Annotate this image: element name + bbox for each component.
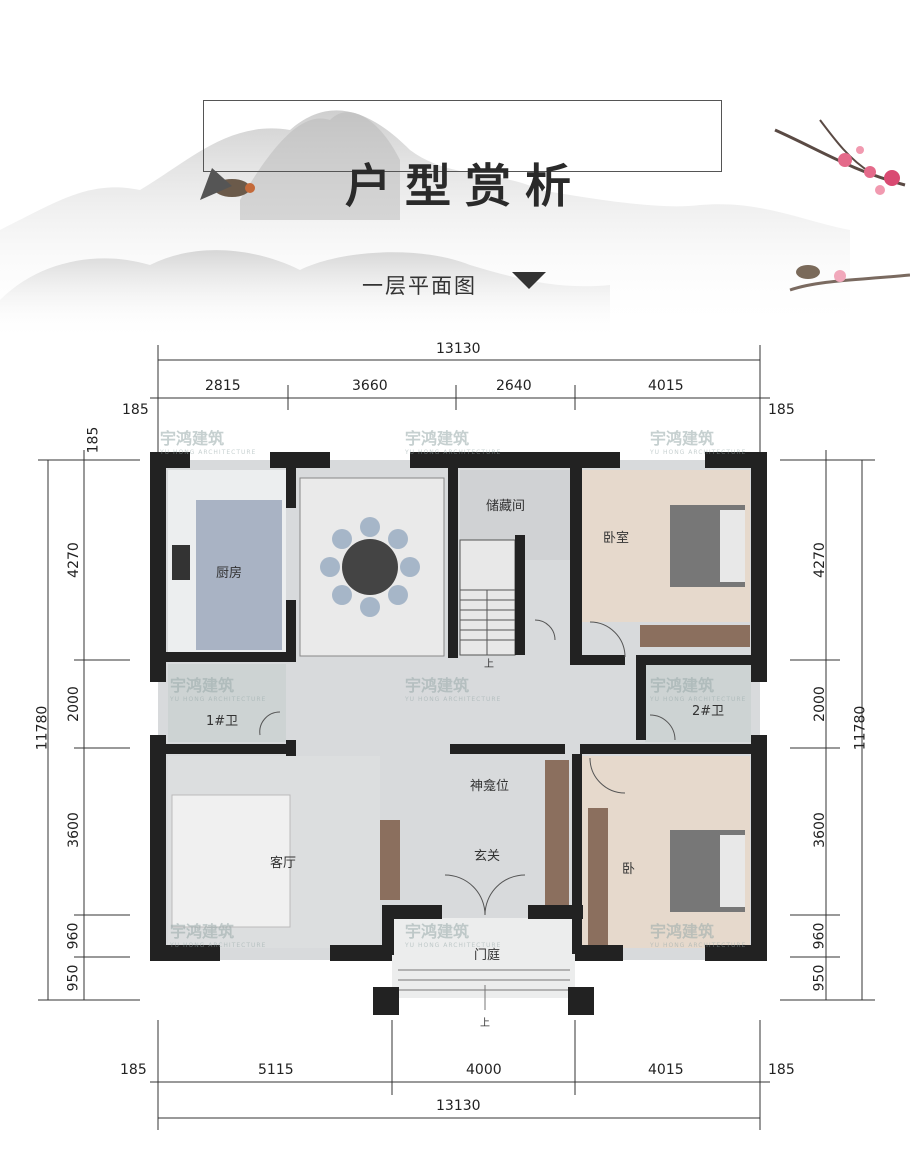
bedroom1-wardrobe bbox=[640, 625, 750, 647]
room-label-foyer: 玄关 bbox=[474, 849, 501, 864]
floor-plan-subtitle: 一层平面图 bbox=[362, 274, 477, 298]
dim-top-total: 13130 bbox=[436, 341, 481, 357]
dim-top-seg-1: 2815 bbox=[205, 378, 241, 394]
dim-top-seg-2: 3660 bbox=[352, 378, 388, 394]
plum-blossom-branch bbox=[774, 119, 906, 195]
ink-landscape-background bbox=[0, 110, 910, 340]
steps-up-label: 上 bbox=[480, 1018, 490, 1029]
dim-top-seg-4: 4015 bbox=[648, 378, 684, 394]
entry-court-floor bbox=[392, 918, 575, 998]
bird-illustration-right bbox=[789, 265, 910, 292]
stove bbox=[172, 545, 190, 580]
dim-top-seg-3: 2640 bbox=[496, 378, 532, 394]
room-label-bedroom1: 卧室 bbox=[603, 531, 630, 546]
room-label-living: 客厅 bbox=[270, 856, 297, 871]
bath1-floor bbox=[168, 664, 286, 742]
doors bbox=[259, 619, 676, 916]
foyer-cabinet bbox=[545, 760, 569, 905]
bed-1 bbox=[670, 505, 745, 587]
room-label-bath1: 1#卫 bbox=[206, 714, 239, 729]
entry-steps bbox=[398, 969, 570, 1010]
triangle-down-icon bbox=[512, 272, 546, 289]
room-label-shrine: 神龛位 bbox=[470, 779, 510, 794]
room-label-bedroom2: 卧 bbox=[622, 862, 636, 877]
room-label-bath2: 2#卫 bbox=[692, 704, 725, 719]
title-frame bbox=[203, 100, 722, 172]
dim-bottom-corner-left: 185 bbox=[120, 1062, 147, 1078]
dim-bottom-seg-3: 4015 bbox=[648, 1062, 684, 1078]
walls bbox=[150, 452, 767, 1015]
dining-table bbox=[320, 517, 420, 617]
room-label-entry-court: 门庭 bbox=[474, 948, 501, 963]
room-label-storage: 储藏间 bbox=[486, 499, 526, 514]
bed-2 bbox=[670, 830, 745, 912]
dim-bottom-seg-2: 4000 bbox=[466, 1062, 502, 1078]
dim-top-corner-left: 185 bbox=[122, 402, 149, 418]
dim-bottom-seg-1: 5115 bbox=[258, 1062, 294, 1078]
bedroom2-wardrobe bbox=[588, 808, 608, 946]
bird-illustration-left bbox=[200, 168, 255, 200]
bath2-floor bbox=[645, 664, 751, 742]
living-wood-panel bbox=[380, 820, 400, 900]
room-label-kitchen: 厨房 bbox=[216, 566, 243, 581]
stair-up-label: 上 bbox=[484, 659, 494, 670]
dim-bottom-corner-right: 185 bbox=[768, 1062, 795, 1078]
page-title: 户型赏析 bbox=[345, 159, 585, 213]
kitchen-tiles bbox=[196, 500, 282, 650]
dim-bottom-total: 13130 bbox=[436, 1098, 481, 1114]
sofa-area bbox=[171, 794, 291, 928]
dim-top-corner-right: 185 bbox=[768, 402, 795, 418]
staircase bbox=[459, 539, 516, 656]
